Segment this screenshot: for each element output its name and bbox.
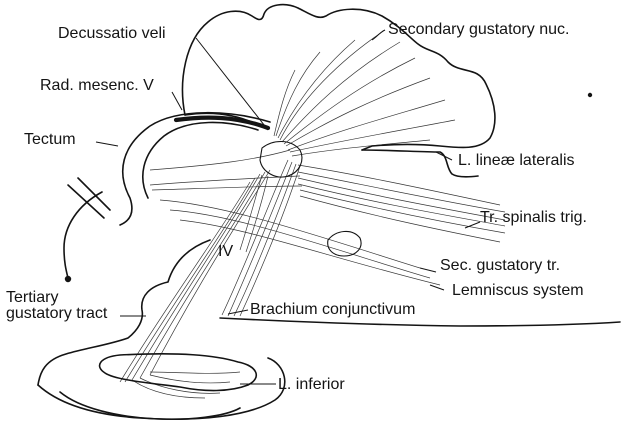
label-l-inferior: L. inferior bbox=[278, 377, 345, 393]
tectum-outline bbox=[120, 113, 270, 225]
label-sec-gustatory-tr: Sec. gustatory tr. bbox=[440, 258, 560, 274]
optic-curve bbox=[64, 192, 102, 278]
label-secondary-gustatory-nuc: Secondary gustatory nuc. bbox=[388, 22, 569, 38]
label-rad-mesenc-v: Rad. mesenc. V bbox=[40, 78, 154, 94]
label-tr-spinalis-trig: Tr. spinalis trig. bbox=[480, 210, 587, 226]
label-iv: IV bbox=[218, 244, 233, 260]
label-gustatory-tract: gustatory tract bbox=[6, 306, 107, 322]
label-brachium-conjunctivum: Brachium conjunctivum bbox=[250, 302, 415, 318]
label-decussatio-veli: Decussatio veli bbox=[58, 26, 166, 42]
label-tertiary: Tertiary bbox=[6, 290, 58, 306]
label-tectum: Tectum bbox=[24, 132, 76, 148]
dot-mark bbox=[589, 94, 592, 97]
ventral-edge bbox=[220, 318, 620, 326]
label-l-lineae-lateralis: L. lineæ lateralis bbox=[458, 153, 575, 169]
inferior-lobe bbox=[100, 354, 257, 391]
lower-curve bbox=[60, 392, 240, 419]
optic-line-a bbox=[68, 185, 104, 218]
inferior-lobe-outer bbox=[38, 358, 285, 419]
point-marker bbox=[66, 277, 71, 282]
label-lemniscus-system: Lemniscus system bbox=[452, 283, 584, 299]
fiber-bundles bbox=[120, 30, 505, 398]
